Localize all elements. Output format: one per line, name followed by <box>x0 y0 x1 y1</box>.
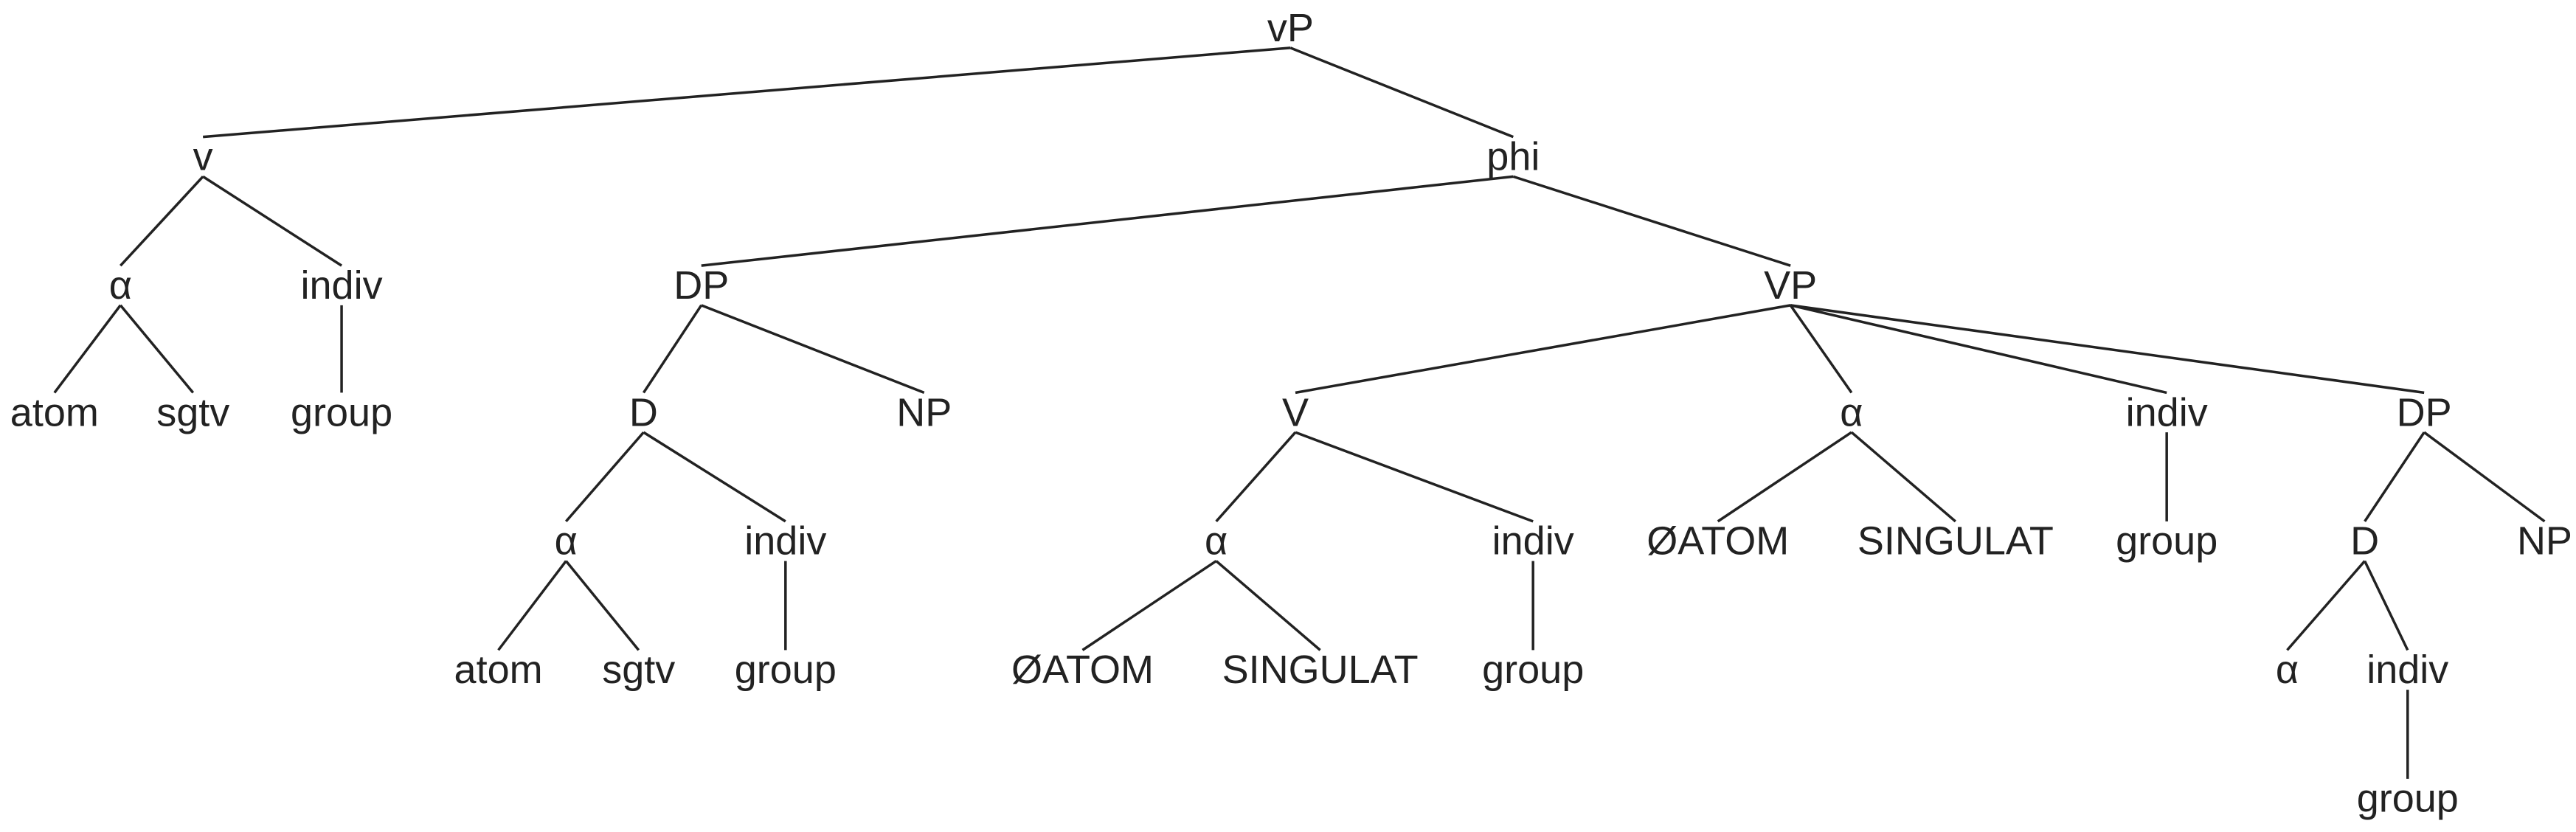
tree-edge <box>497 560 567 651</box>
tree-edge <box>1512 175 1791 267</box>
node-sgtv: sgtv <box>156 390 229 434</box>
tree-edge <box>1717 431 1852 523</box>
tree-edge <box>119 304 195 394</box>
node-singulat: SINGULAT <box>1222 648 1419 692</box>
tree-edge <box>2423 431 2546 523</box>
tree-edge <box>120 176 204 267</box>
node-np: NP <box>896 390 952 434</box>
node-vp: vP <box>1267 6 1314 50</box>
tree-edge <box>1295 431 1534 523</box>
tree-edge <box>1790 304 2425 395</box>
tree-edge <box>701 175 1514 267</box>
node-group: group <box>1482 648 1584 692</box>
node-indiv: indiv <box>744 519 826 564</box>
node-group: group <box>2357 777 2459 821</box>
tree-edge <box>564 431 645 523</box>
tree-edge <box>1789 304 1853 394</box>
node-vp: VP <box>1764 263 1817 308</box>
node-alpha: α <box>109 263 132 308</box>
node-np: NP <box>2517 519 2572 564</box>
tree-edges <box>53 46 2546 779</box>
node-singulat: SINGULAT <box>1857 519 2054 564</box>
node-indiv: indiv <box>2126 390 2208 434</box>
tree-edge <box>203 46 1291 139</box>
node-oatom: ØATOM <box>1647 519 1789 564</box>
tree-edge <box>2364 431 2426 522</box>
node-indiv: indiv <box>2366 648 2448 692</box>
tree-edge <box>202 175 343 267</box>
node-oatom: ØATOM <box>1011 648 1154 692</box>
node-dp: DP <box>2397 390 2452 434</box>
tree-edge <box>701 304 925 395</box>
tree-edge <box>53 304 122 394</box>
tree-edge <box>2286 560 2366 651</box>
node-sgtv: sgtv <box>602 648 675 692</box>
tree-edge <box>1289 46 1514 139</box>
node-d: D <box>2350 519 2379 564</box>
node-d: D <box>629 390 658 434</box>
node-group: group <box>291 390 392 434</box>
tree-edge <box>564 560 640 651</box>
node-v: v <box>193 135 213 179</box>
node-alpha: α <box>2276 648 2299 692</box>
tree-edge <box>1295 304 1791 395</box>
node-phi: phi <box>1486 135 1540 179</box>
node-v: V <box>1282 390 1309 434</box>
tree-edge <box>1790 304 2167 395</box>
tree-edge <box>1215 560 1321 651</box>
node-alpha: α <box>1840 390 1863 434</box>
node-alpha: α <box>555 519 578 564</box>
node-alpha: α <box>1205 519 1228 564</box>
node-dp: DP <box>674 263 729 308</box>
node-indiv: indiv <box>301 263 383 308</box>
tree-edge <box>2364 560 2409 651</box>
tree-edge <box>1215 431 1297 523</box>
node-group: group <box>2116 519 2217 564</box>
tree-edge <box>1850 431 1956 523</box>
node-indiv: indiv <box>1492 519 1574 564</box>
tree-edge <box>642 304 703 394</box>
tree-edge <box>1081 560 1217 651</box>
node-atom: atom <box>454 648 543 692</box>
tree-edge <box>643 431 786 523</box>
node-atom: atom <box>10 390 99 434</box>
node-group: group <box>735 648 837 692</box>
